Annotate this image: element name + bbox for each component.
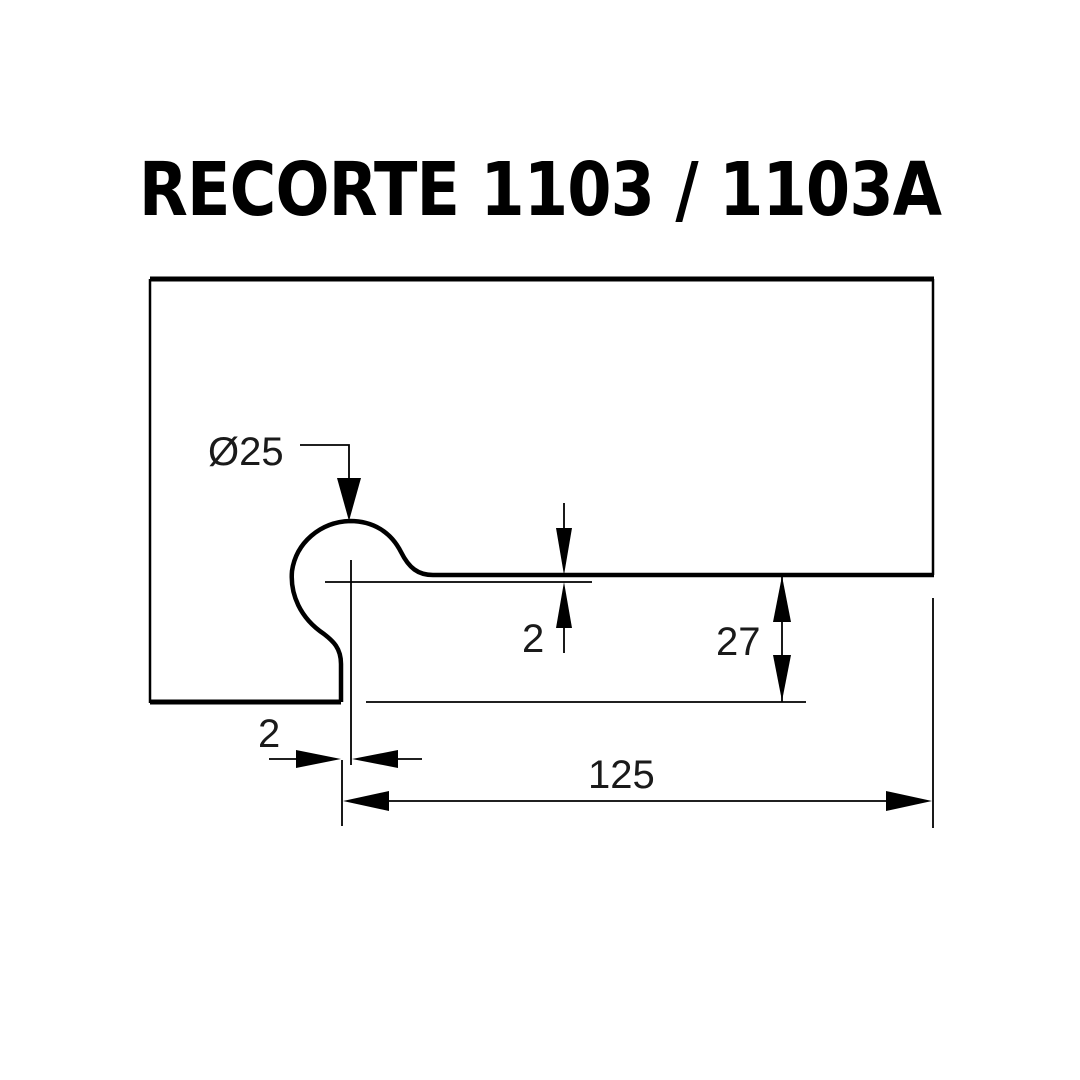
offset-arrow-left	[352, 750, 398, 768]
height-arrow-up	[773, 576, 791, 622]
slot-height-label: 27	[716, 620, 761, 664]
gap-arrow-up	[556, 582, 572, 628]
gap-thickness-label: 2	[522, 617, 544, 661]
arrowheads	[296, 478, 932, 811]
length-arrow-right	[886, 791, 932, 811]
diameter-label: Ø25	[208, 430, 284, 474]
panel-outline	[148, 276, 935, 705]
diameter-leader-line	[300, 444, 350, 480]
dimension-lines	[269, 444, 934, 828]
offset-arrow-right	[296, 750, 341, 768]
slot-length-label: 125	[588, 753, 655, 797]
cutout-profile	[289, 518, 934, 702]
gap-arrow-down	[556, 528, 572, 575]
edge-offset-label: 2	[258, 712, 280, 756]
length-arrow-left	[343, 791, 389, 811]
page-title: RECORTE 1103 / 1103A	[138, 147, 942, 233]
height-arrow-down	[773, 655, 791, 701]
diameter-arrow	[337, 478, 361, 521]
